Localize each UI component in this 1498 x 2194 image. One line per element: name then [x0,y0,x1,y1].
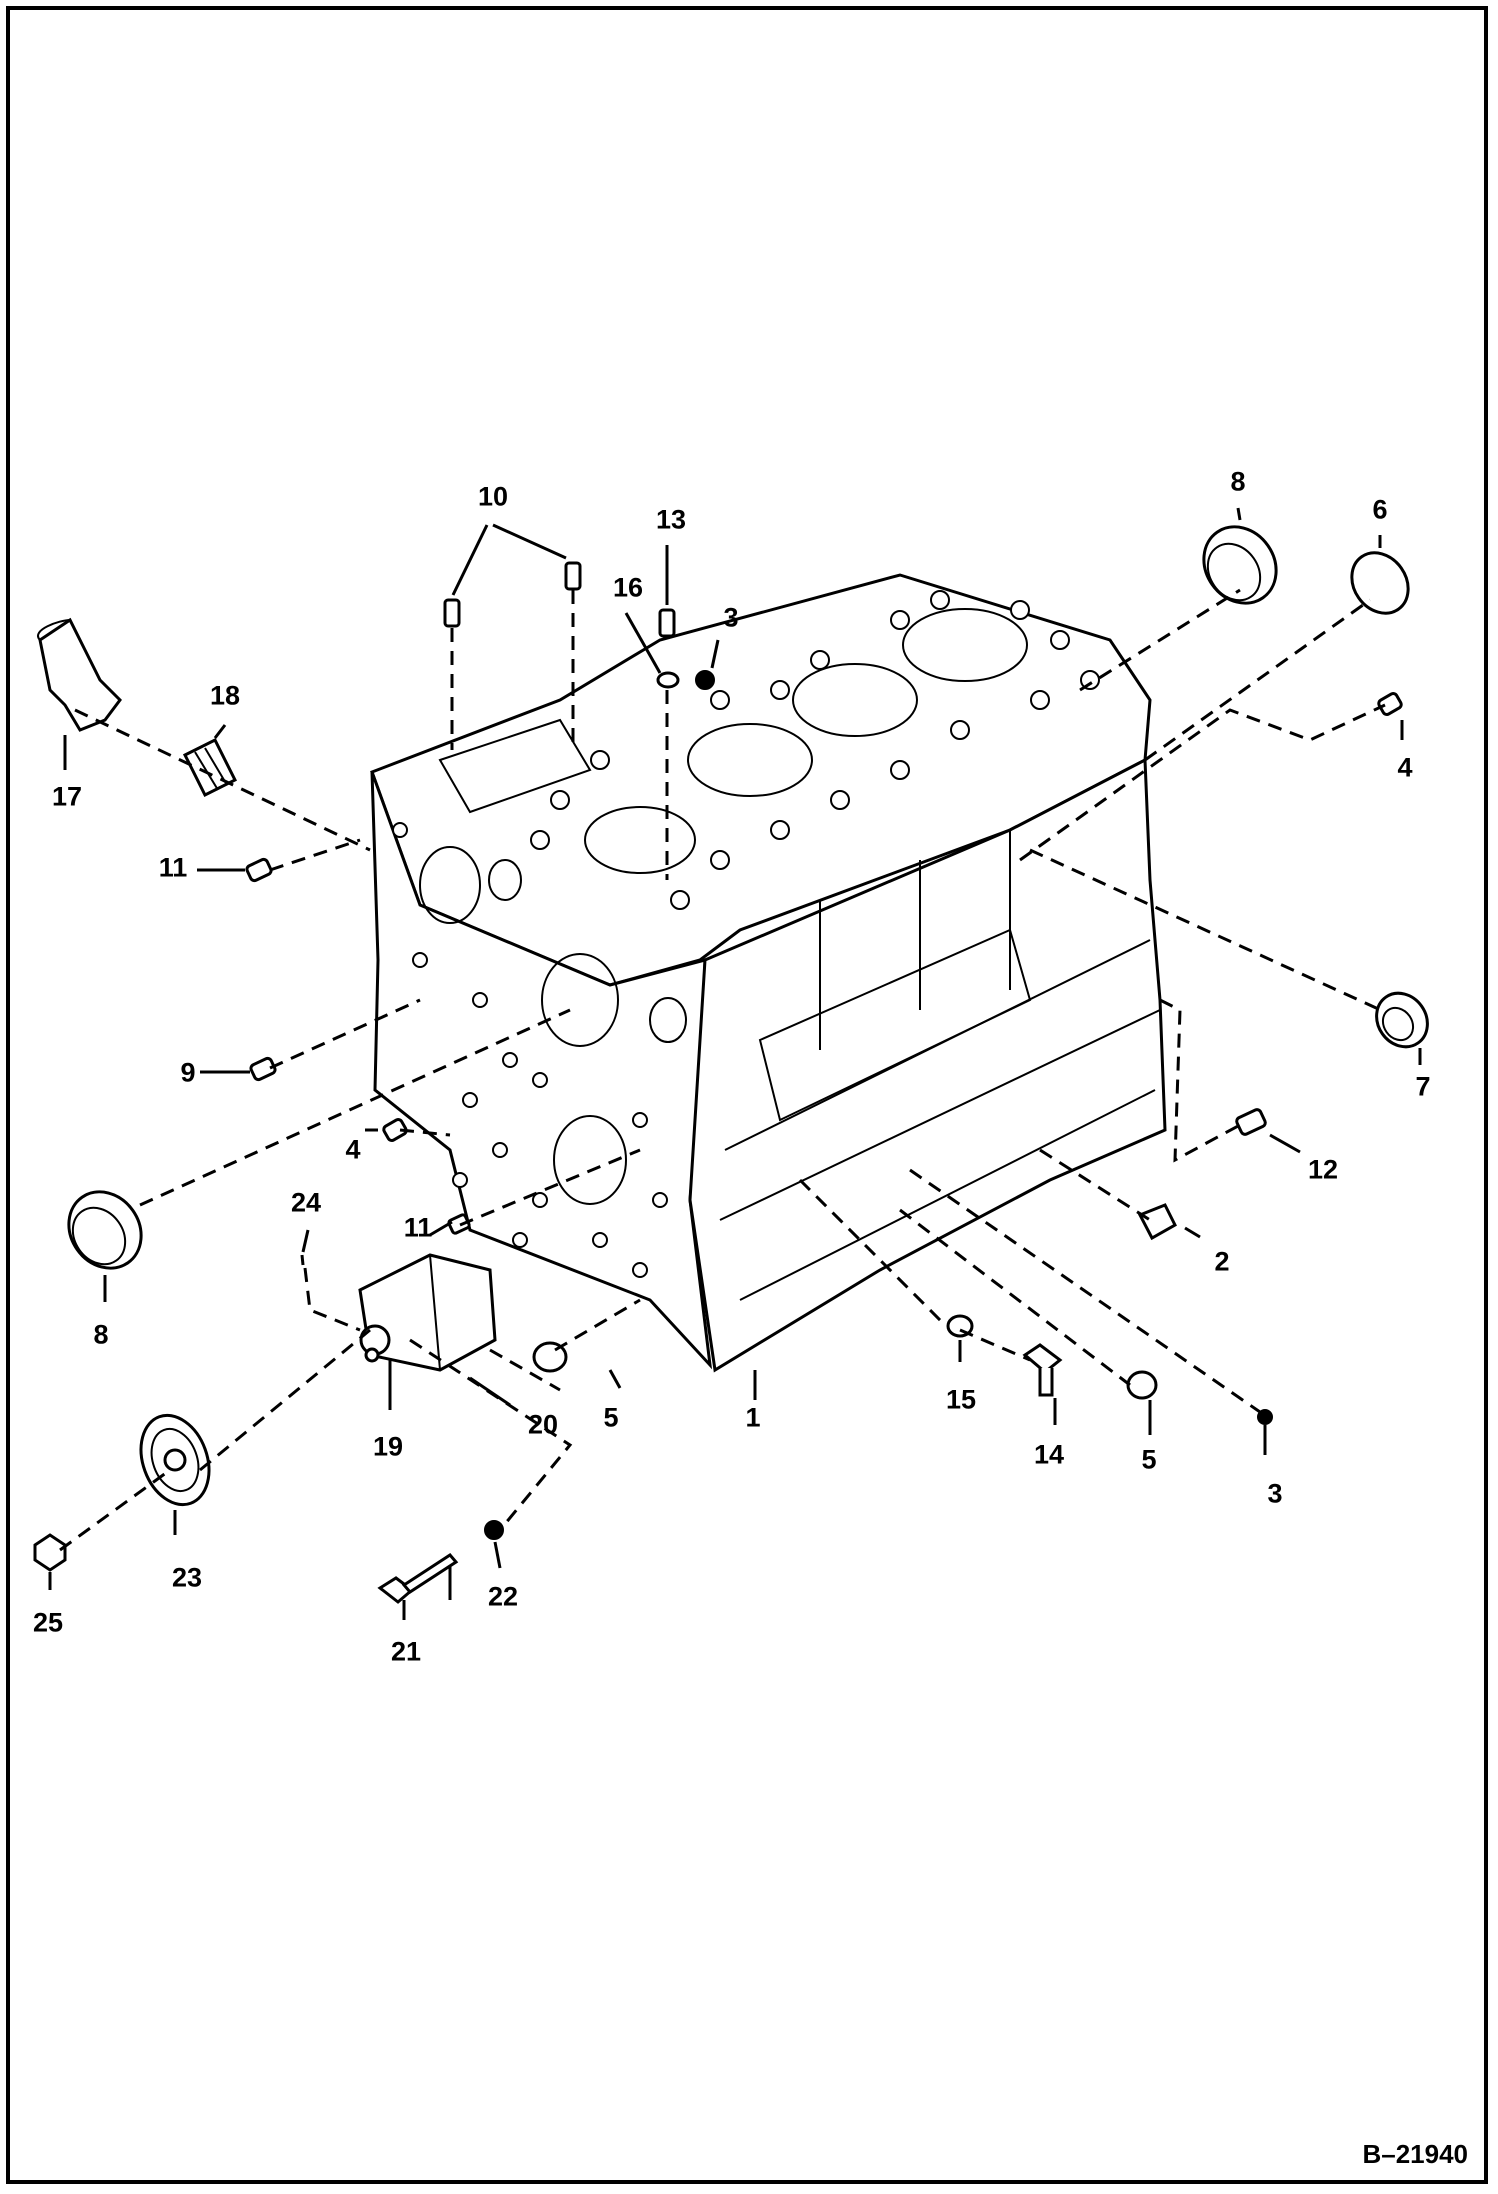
cylinder-block [370,573,1167,1373]
pin-10-left [443,598,461,628]
callout-14: 14 [1033,1439,1065,1470]
oil-seal-7 [1375,991,1429,1049]
callout-22: 22 [487,1581,519,1612]
pin-13 [658,608,676,638]
oil-pump-assembly [358,1253,497,1372]
callout-4-left: 4 [345,1134,361,1165]
callout-3-top: 3 [723,602,739,633]
bolt-21 [377,1553,459,1604]
expansion-plug-8-top [1202,525,1278,605]
leader-lines [48,507,1422,1620]
expansion-plug-6 [1350,551,1410,615]
pin-11-lower [447,1213,471,1235]
plug-5-right [1126,1370,1158,1400]
expansion-plug-8-bottom [67,1190,143,1270]
pin-12 [1235,1108,1267,1136]
callout-19: 19 [372,1431,404,1462]
pin-10-right [564,561,582,591]
callout-8-bottom: 8 [93,1319,109,1350]
callout-5-left: 5 [603,1402,619,1433]
explosion-lines [59,588,1386,1552]
callout-25: 25 [32,1607,64,1638]
callout-5-right: 5 [1141,1444,1157,1475]
plug-4-right [1377,692,1403,716]
callout-23: 23 [171,1562,203,1593]
pin-11-upper [245,857,273,883]
callout-7: 7 [1415,1071,1431,1102]
plug-5-left [532,1341,568,1373]
callout-24: 24 [290,1187,322,1218]
callout-18: 18 [209,680,241,711]
callout-9: 9 [180,1057,196,1088]
plug-3-top [695,670,715,690]
callout-6: 6 [1372,494,1388,525]
nut-25 [33,1533,67,1572]
callout-1: 1 [745,1402,761,1433]
callout-15: 15 [945,1384,977,1415]
o-ring-16 [656,671,680,689]
callout-12: 12 [1307,1154,1339,1185]
drain-cock-17 [37,617,122,732]
adaptor-18 [182,737,238,798]
gear-23 [139,1413,211,1507]
figure-reference-number: B–21940 [1362,2139,1468,2169]
callout-2: 2 [1214,1246,1230,1277]
spring-washer-22 [484,1520,504,1540]
callout-13: 13 [655,504,687,535]
pin-9 [249,1056,277,1082]
callout-16: 16 [612,572,644,603]
callout-3-bottom: 3 [1267,1478,1283,1509]
callout-21: 21 [390,1636,422,1667]
callout-4-right: 4 [1397,752,1413,783]
callout-10: 10 [477,481,509,512]
callout-11-lower: 11 [403,1212,433,1243]
plug-3-bottom [1257,1409,1273,1425]
key-24 [300,1254,305,1266]
plug-2 [1137,1203,1177,1241]
callout-20: 20 [527,1409,559,1440]
plug-4-left [382,1118,408,1142]
callout-17: 17 [51,781,83,812]
callout-8-top: 8 [1230,466,1246,497]
callout-11-upper: 11 [158,852,188,883]
bolt-14 [1022,1343,1063,1397]
